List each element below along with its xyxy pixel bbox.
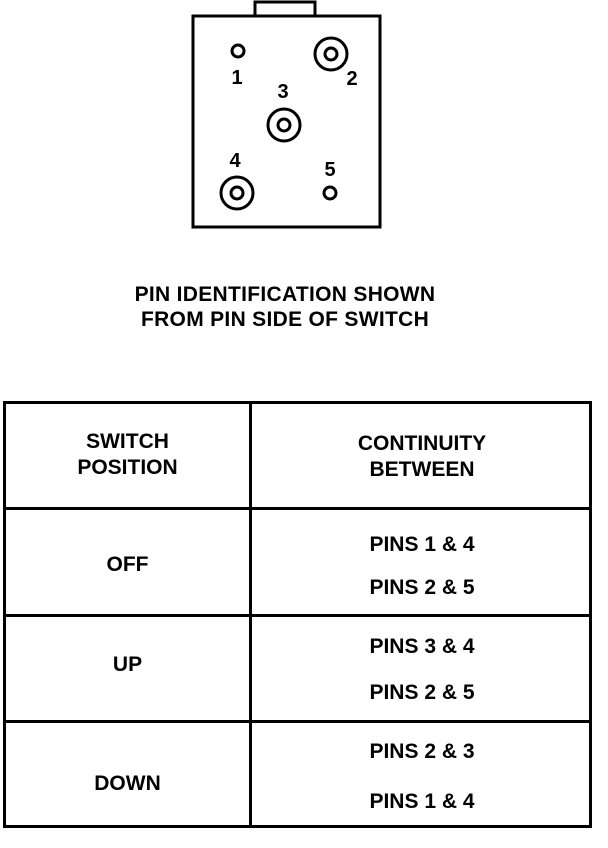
pin-4: 4 xyxy=(219,150,255,211)
row-down-pins-2: PINS 1 & 4 xyxy=(369,790,475,813)
row-up-pins-1: PINS 3 & 4 xyxy=(369,635,475,658)
header-position-line-1: SWITCH xyxy=(86,430,169,453)
row-divider xyxy=(6,720,589,723)
row-down-position: DOWN xyxy=(94,772,161,795)
caption-line-2: FROM PIN SIDE OF SWITCH xyxy=(140,308,430,331)
switch-pin-diagram: 1 2 3 4 5 xyxy=(191,0,382,229)
continuity-table: SWITCH POSITION CONTINUITY BETWEEN OFF P… xyxy=(3,401,592,828)
header-continuity-line-1: CONTINUITY xyxy=(357,432,487,455)
header-position-line-2: POSITION xyxy=(77,456,178,479)
pin-3: 3 xyxy=(266,81,302,143)
pin-5-label: 5 xyxy=(324,159,335,181)
pin-4-label: 4 xyxy=(229,150,241,172)
pin-5: 5 xyxy=(322,159,338,201)
pin-1-label: 1 xyxy=(231,67,242,89)
header-switch-position: SWITCH POSITION xyxy=(6,429,249,481)
pin-3-label: 3 xyxy=(277,81,288,103)
caption-line-1: PIN IDENTIFICATION SHOWN xyxy=(134,283,436,306)
pin-1: 1 xyxy=(230,43,246,89)
row-divider xyxy=(6,507,589,510)
pin-2: 2 xyxy=(313,36,358,90)
row-off-position: OFF xyxy=(106,553,149,576)
header-continuity-between: CONTINUITY BETWEEN xyxy=(252,431,592,483)
row-divider xyxy=(6,614,589,617)
row-off-pins-1: PINS 1 & 4 xyxy=(369,533,475,556)
row-up-pins-2: PINS 2 & 5 xyxy=(369,681,475,704)
pin-2-label: 2 xyxy=(346,68,357,90)
row-up-position: UP xyxy=(112,653,143,676)
switch-tab xyxy=(253,0,317,18)
switch-body xyxy=(191,14,382,229)
row-down-pins-1: PINS 2 & 3 xyxy=(369,740,475,763)
row-off-pins-2: PINS 2 & 5 xyxy=(369,576,475,599)
header-continuity-line-2: BETWEEN xyxy=(369,458,475,481)
